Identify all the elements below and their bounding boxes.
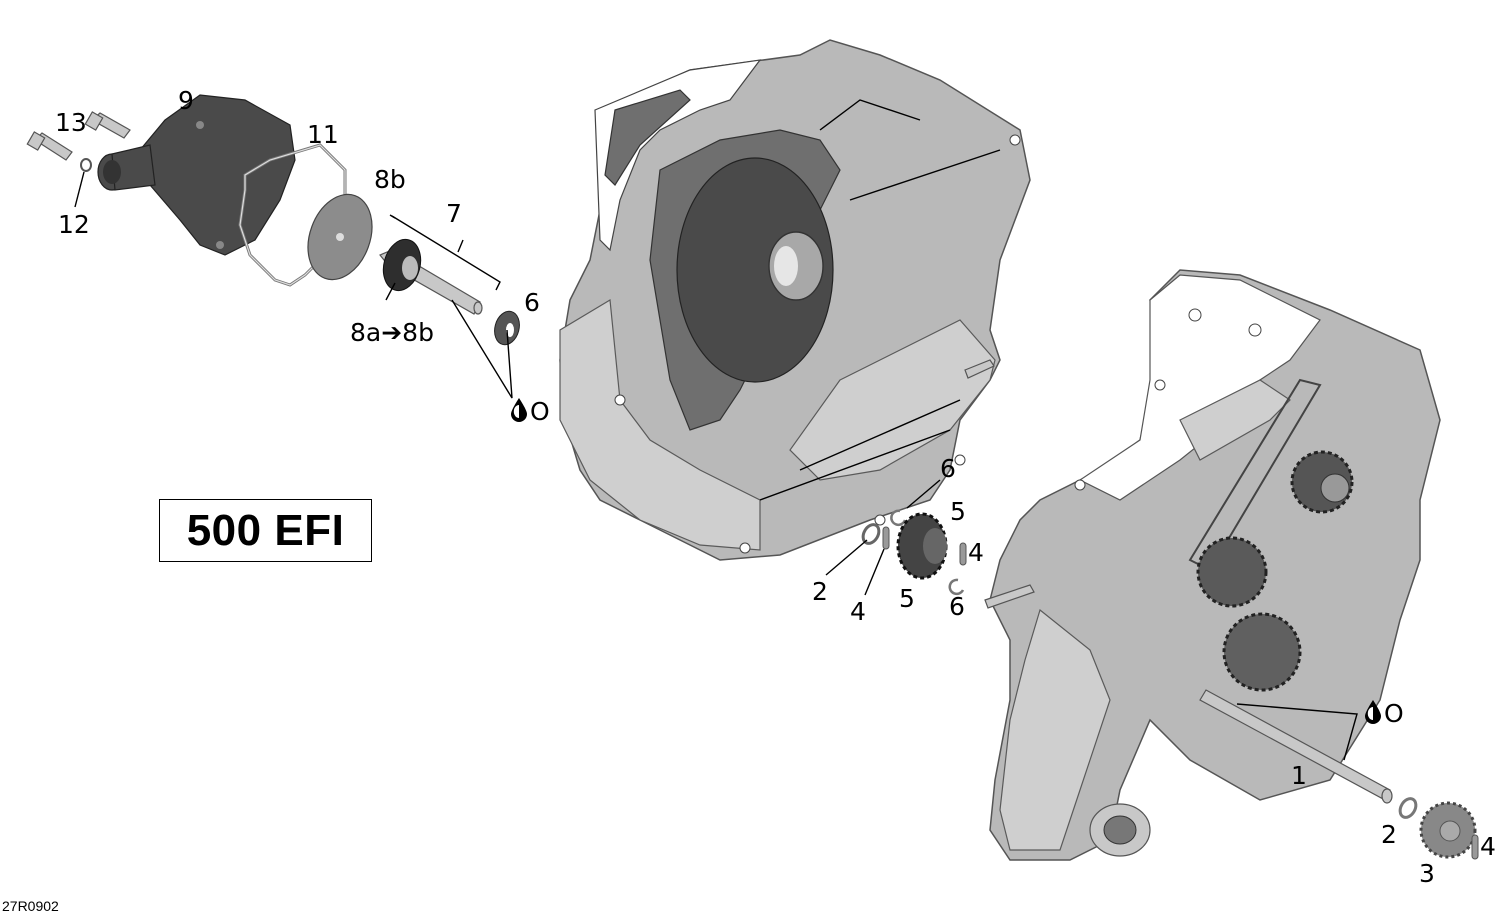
callout-4: 4 (850, 597, 866, 626)
gasket (238, 143, 347, 287)
gear (896, 512, 948, 580)
pin (882, 526, 890, 550)
pin (959, 542, 967, 566)
gear (1419, 801, 1477, 859)
reference-code: 27R0902 (2, 898, 59, 914)
callout-1: 1 (1291, 761, 1307, 790)
screw-lower (26, 131, 73, 161)
circlip (948, 578, 965, 596)
callout-5: 5 (899, 584, 915, 613)
callout-13: 13 (55, 108, 87, 137)
lube-marker-1: O (511, 397, 550, 426)
shaft-seal-8b (382, 238, 422, 292)
callout-6: 6 (940, 454, 956, 483)
callout-10: 9 (178, 86, 194, 115)
washer (1398, 797, 1418, 819)
callout-12: 12 (58, 210, 90, 239)
callout-5: 5 (950, 497, 966, 526)
callout-4: 4 (968, 538, 984, 567)
shaft-end (1381, 788, 1393, 804)
screw-upper (84, 111, 131, 139)
lube-symbol: O (1384, 699, 1404, 728)
oil-seal-7 (494, 310, 520, 346)
callout-11: 11 (307, 120, 339, 149)
model-label: 500 EFI (186, 505, 345, 555)
lube-marker-2: O (1365, 699, 1404, 728)
callout-2: 2 (812, 577, 828, 606)
callouts: 9 13 11 12 8b 7 8a➔8b 6 6 5 4 2 4 5 6 1 … (55, 86, 1496, 888)
callout-2: 2 (1381, 820, 1397, 849)
model-label-box: 500 EFI (159, 499, 372, 562)
callout-3: 3 (1419, 859, 1435, 888)
lube-symbol: O (530, 397, 550, 426)
callout-8b: 8a➔8b (350, 318, 434, 347)
washer (861, 523, 881, 545)
callout-4: 4 (1480, 832, 1496, 861)
crankcase-left-half (559, 39, 1031, 561)
callout-6: 6 (949, 592, 965, 621)
callout-7: 6 (524, 288, 540, 317)
balancer-gear-icon (1196, 536, 1268, 608)
pin (1471, 834, 1479, 860)
camshaft-sprocket-icon (1290, 450, 1354, 514)
water-pump-housing (97, 94, 296, 256)
leader-lines (74, 171, 1358, 761)
callout-9: 8b (374, 165, 406, 194)
callout-8a-8b: 7 (446, 199, 462, 228)
impeller (307, 193, 373, 281)
o-ring (80, 158, 92, 172)
crankcase-right-half (984, 269, 1441, 861)
crank-gear-icon (1222, 612, 1302, 692)
circlip (890, 509, 907, 527)
